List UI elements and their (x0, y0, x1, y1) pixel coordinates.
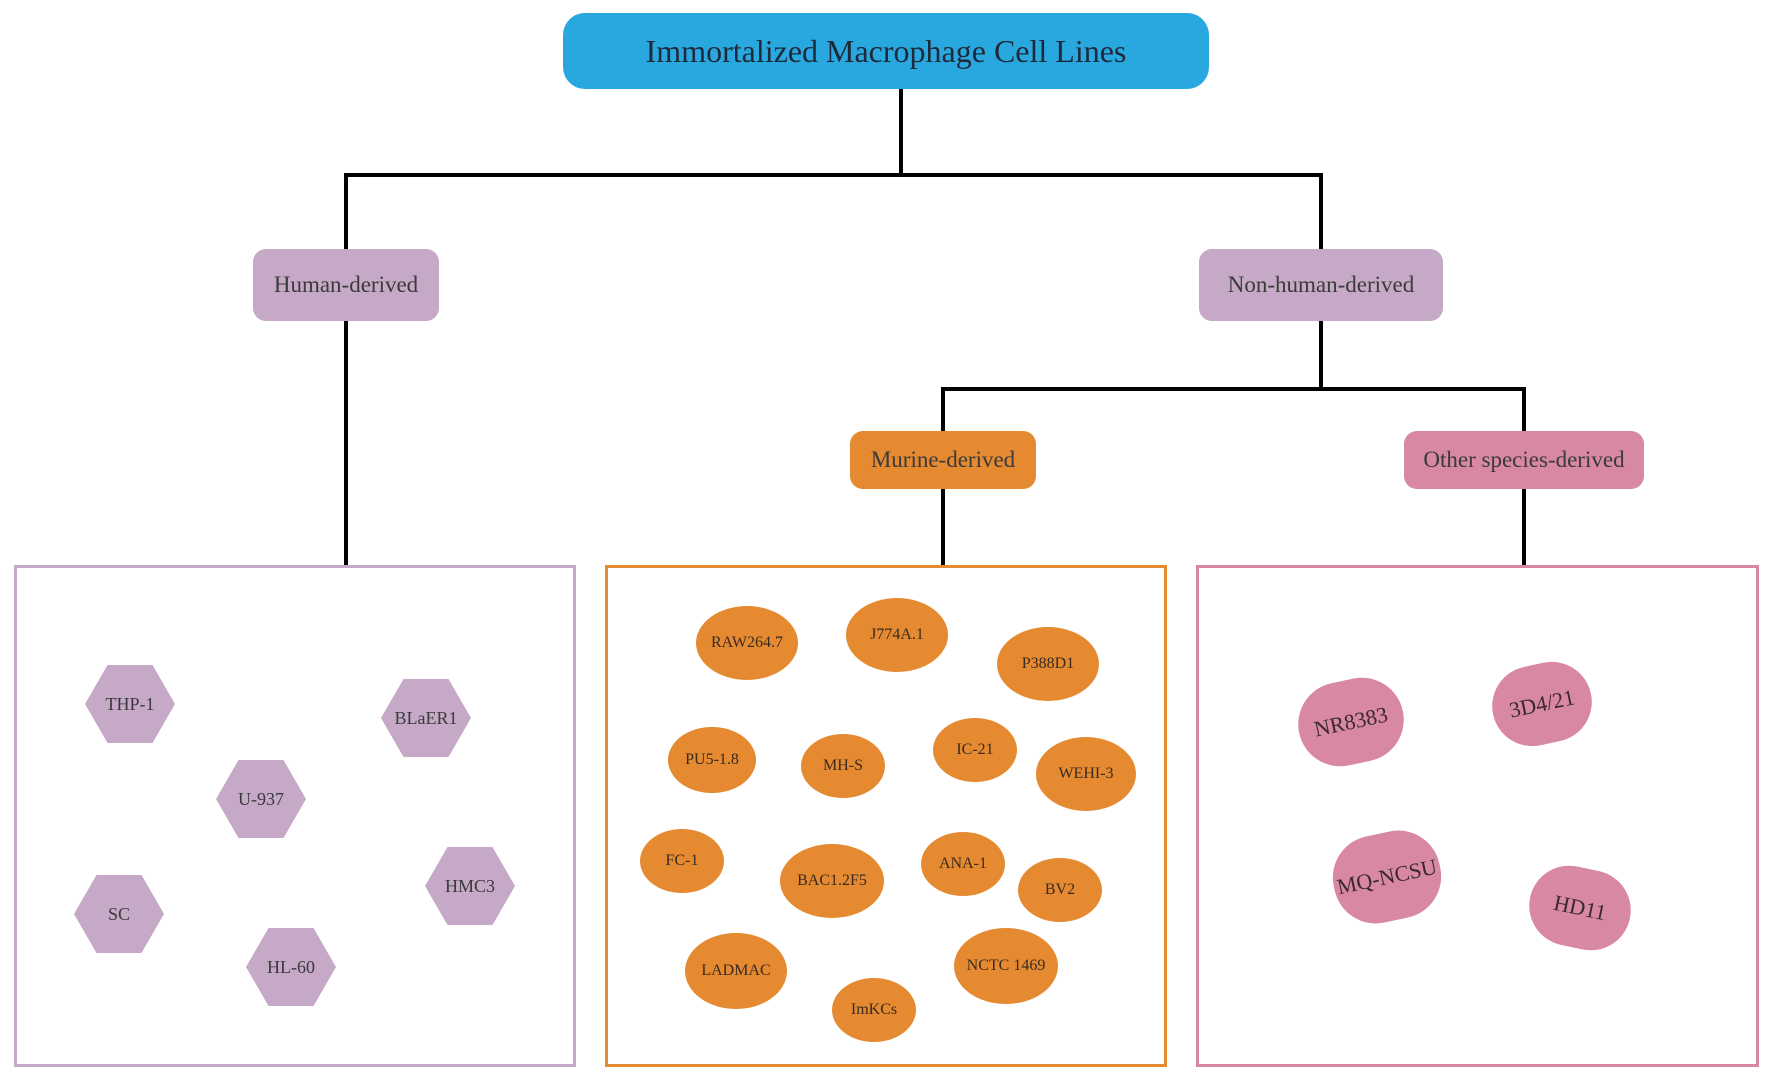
nonhuman-derived-node: Non-human-derived (1199, 249, 1443, 321)
cell-line-hexagon: BLaER1 (381, 679, 471, 757)
cell-line-oval: ANA-1 (921, 832, 1005, 896)
root-node: Immortalized Macrophage Cell Lines (563, 13, 1209, 89)
cell-line-pill: 3D4/21 (1484, 654, 1600, 754)
cell-line-oval: FC-1 (640, 829, 724, 893)
cell-line-hexagon: U-937 (216, 760, 306, 838)
cell-line-pill: MQ-NCSU (1325, 822, 1449, 932)
cell-line-pill: NR8383 (1290, 669, 1412, 775)
human-derived-node: Human-derived (253, 249, 439, 321)
cell-line-oval: PU5-1.8 (668, 727, 756, 793)
murine-derived-node: Murine-derived (850, 431, 1036, 489)
cell-line-oval: NCTC 1469 (954, 928, 1058, 1004)
cell-line-oval: IC-21 (933, 718, 1017, 782)
top-branch-connector (344, 173, 1323, 249)
other-species-derived-node: Other species-derived (1404, 431, 1644, 489)
cell-line-oval: WEHI-3 (1036, 737, 1136, 811)
cell-line-oval: ImKCs (832, 978, 916, 1042)
other-species-cell-lines-panel: NR8383 3D4/21 MQ-NCSU HD11 (1196, 565, 1759, 1067)
cell-line-oval: J774A.1 (846, 598, 948, 672)
cell-line-oval: RAW264.7 (696, 606, 798, 680)
murine-cell-lines-panel: RAW264.7 J774A.1 P388D1 PU5-1.8 MH-S IC-… (605, 565, 1167, 1067)
cell-line-hexagon: HL-60 (246, 928, 336, 1006)
cell-line-pill: HD11 (1521, 858, 1639, 958)
cell-line-hexagon: SC (74, 875, 164, 953)
cell-line-hexagon: HMC3 (425, 847, 515, 925)
cell-line-oval: BAC1.2F5 (780, 844, 884, 918)
nonhuman-branch-connector (941, 387, 1526, 431)
cell-line-oval: LADMAC (685, 933, 787, 1009)
cell-line-oval: P388D1 (997, 627, 1099, 701)
human-cell-lines-panel: THP-1 BLaER1 U-937 SC HMC3 HL-60 (14, 565, 576, 1067)
cell-line-oval: MH-S (801, 734, 885, 798)
cell-line-oval: BV2 (1018, 858, 1102, 922)
cell-line-hexagon: THP-1 (85, 665, 175, 743)
